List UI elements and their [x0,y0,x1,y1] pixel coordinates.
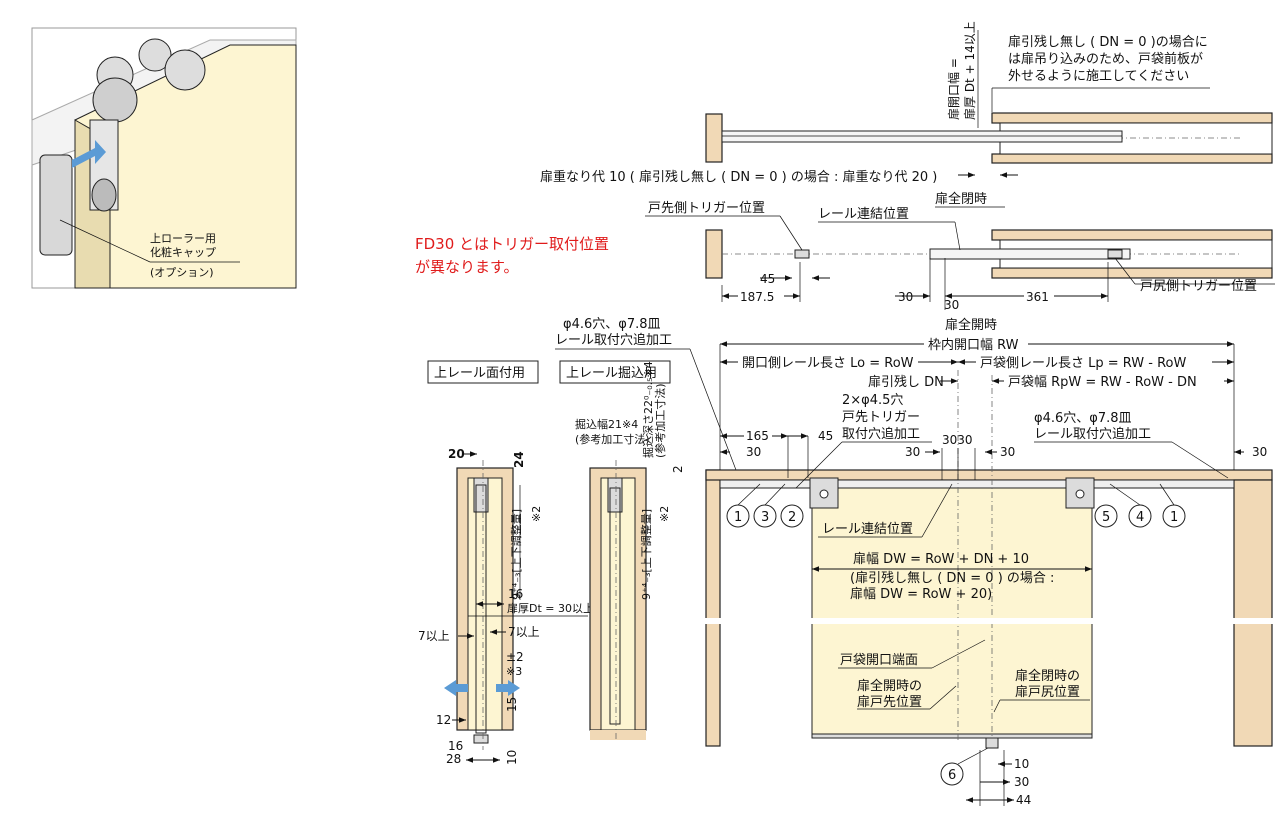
dim-16b: 16 [448,739,463,753]
closed-title: 扉全閉時 [935,191,987,207]
no-remain-note-2: は扉吊り込みのため、戸袋前板が [1008,51,1203,67]
door-panel [811,487,1093,737]
arrow-right-icon [496,680,520,696]
rail-joint-label-open: レール連結位置 [822,522,913,537]
dim-30-left: 30 [746,445,761,459]
door-width-1: 扉幅 DW = RoW + DN + 10 [853,551,1029,567]
note-2-b: ※2 [658,506,671,522]
remain-label: 扉引残し DN [868,374,944,390]
dim-30b-closed: 30 [944,298,959,312]
opening-width-label: 扉開口幅 = [946,58,961,120]
pocket-width-label: 戸袋幅 RpW = RW - RoW - DN [1008,375,1197,390]
hole2-1: 2×φ4.5穴 [842,393,903,408]
closed-rear-2: 扉戸尻位置 [1015,684,1080,700]
recessed-mount-box [559,360,671,384]
open-front-2: 扉戸先位置 [857,694,922,710]
section-hole-2: レール取付穴追加工 [555,332,672,348]
door-thickness-label: 扉厚 Dt + 14以上 [963,21,977,120]
dim-16: 16 [508,587,523,601]
part-6: 6 [948,768,956,783]
adjust-range-2: 9⁺⁴₋₃[上下調整量] [639,509,653,600]
recessed-mount-label: 上レール掘込用 [566,366,657,381]
open-title: 扉全開時 [945,317,997,333]
dim-12: 12 [436,713,451,727]
dim-187-closed: 187.5 [740,290,774,304]
closed-view: 扉全閉時 戸先側トリガー位置 レール連結位置 戸尻側トリガー位置 45 187.… [645,191,1275,312]
dig-width-1: 掘込幅21※4 [575,417,638,431]
arrow-icon [72,140,106,168]
hole3-1: φ4.6穴、φ7.8皿 [1034,411,1132,426]
part-4: 4 [1136,510,1144,525]
dim-30-mid: 30 [905,445,920,459]
hole3-2: レール取付穴追加工 [1034,426,1151,442]
dim-361-closed: 361 [1026,290,1049,304]
section-views: φ4.6穴、φ7.8皿 レール取付穴追加工 上レール面付用 上レール掘込用 20… [418,317,737,766]
cap-label-3: (オプション) [150,266,214,279]
dim-45-open: 45 [818,429,833,443]
overlap-note: 扉重なり代 10 ( 扉引残し無し ( DN = 0 ) の場合 : 扉重なり代… [540,169,937,185]
dim-165: 165 [746,429,769,443]
dim-20: 20 [448,447,465,461]
part-2: 2 [788,510,796,525]
dim-44-bottom: 44 [1016,793,1031,807]
adjust-range: 9⁺⁴₋₃[上下調整量] [509,509,523,600]
part-1-left: 1 [734,510,742,525]
open-elevation: 扉全開時 枠内開口幅 RW 開口側レール長さ Lo = RoW 戸袋側レール長さ… [700,317,1280,807]
min-7-right: 7以上 [508,625,540,639]
dim-2: 2 [671,465,685,473]
roller-cap-illustration: 上ローラー用 化粧キャップ (オプション) [31,27,297,289]
dim-28: 28 [446,752,461,766]
part-3: 3 [761,510,769,525]
open-front-1: 扉全開時の [857,678,922,694]
door-width-2: (扉引残し無し ( DN = 0 ) の場合 : [850,570,1054,586]
dim-45-closed: 45 [760,272,775,286]
tolerance-2: ±2 [506,650,524,664]
section-hole-1: φ4.6穴、φ7.8皿 [563,317,661,332]
note-3: ※3 [506,665,522,678]
top-plan-view: 扉開口幅 = 扉厚 Dt + 14以上 扉引残し無し ( DN = 0 )の場合… [540,21,1273,185]
surface-mount-label: 上レール面付用 [434,366,525,381]
dim-24: 24 [512,451,526,468]
red-note-line2: が異なります。 [415,258,519,276]
dim-30-right: 30 [1000,445,1015,459]
rear-trigger-label: 戸尻側トリガー位置 [1140,279,1257,294]
arrow-left-icon [444,680,468,696]
dig-depth-1: 掘込深さ22⁰₋₀.₅※4 [641,361,655,458]
part-5: 5 [1102,510,1110,525]
dim-30-far-right: 30 [1252,445,1267,459]
front-trigger-label: 戸先側トリガー位置 [648,201,765,216]
hole2-3: 取付穴追加工 [842,426,920,442]
no-remain-note-3: 外せるように施工してください [1008,69,1189,84]
dim-10-section: 10 [505,750,519,765]
cap-label-1: 上ローラー用 [150,232,216,245]
dim-10-bottom: 10 [1014,757,1029,771]
min-7-left: 7以上 [418,629,450,643]
dig-width-2: (参考加工寸法) [575,432,650,446]
dig-depth-2: (参考加工寸法) [653,383,667,458]
dim-30-bottom: 30 [1014,775,1029,789]
closed-rear-1: 扉全閉時の [1015,668,1080,684]
hole2-2: 戸先トリガー [842,410,920,425]
rail-open-label: 開口側レール長さ Lo = RoW [742,356,914,371]
dim-3030: 3030 [942,433,973,447]
door-thickness: 扉厚Dt = 30以上 [507,602,594,615]
pocket-edge-label: 戸袋開口端面 [840,653,918,668]
red-note-line1: FD30 とはトリガー取付位置 [415,235,609,253]
cap-label-2: 化粧キャップ [150,245,216,259]
no-remain-note-1: 扉引残し無し ( DN = 0 )の場合に [1008,34,1208,50]
dim-15: 15 [505,697,519,712]
rail-pocket-label: 戸袋側レール長さ Lp = RW - RoW [980,356,1187,371]
frame-width-label: 枠内開口幅 RW [928,337,1019,353]
dim-30a-closed: 30 [898,290,913,304]
rail-joint-label-closed: レール連結位置 [818,207,909,222]
surface-mount-box [427,360,539,384]
part-1-right: 1 [1170,510,1178,525]
note-2-a: ※2 [530,506,543,522]
door-width-3: 扉幅 DW = RoW + 20) [850,586,992,602]
